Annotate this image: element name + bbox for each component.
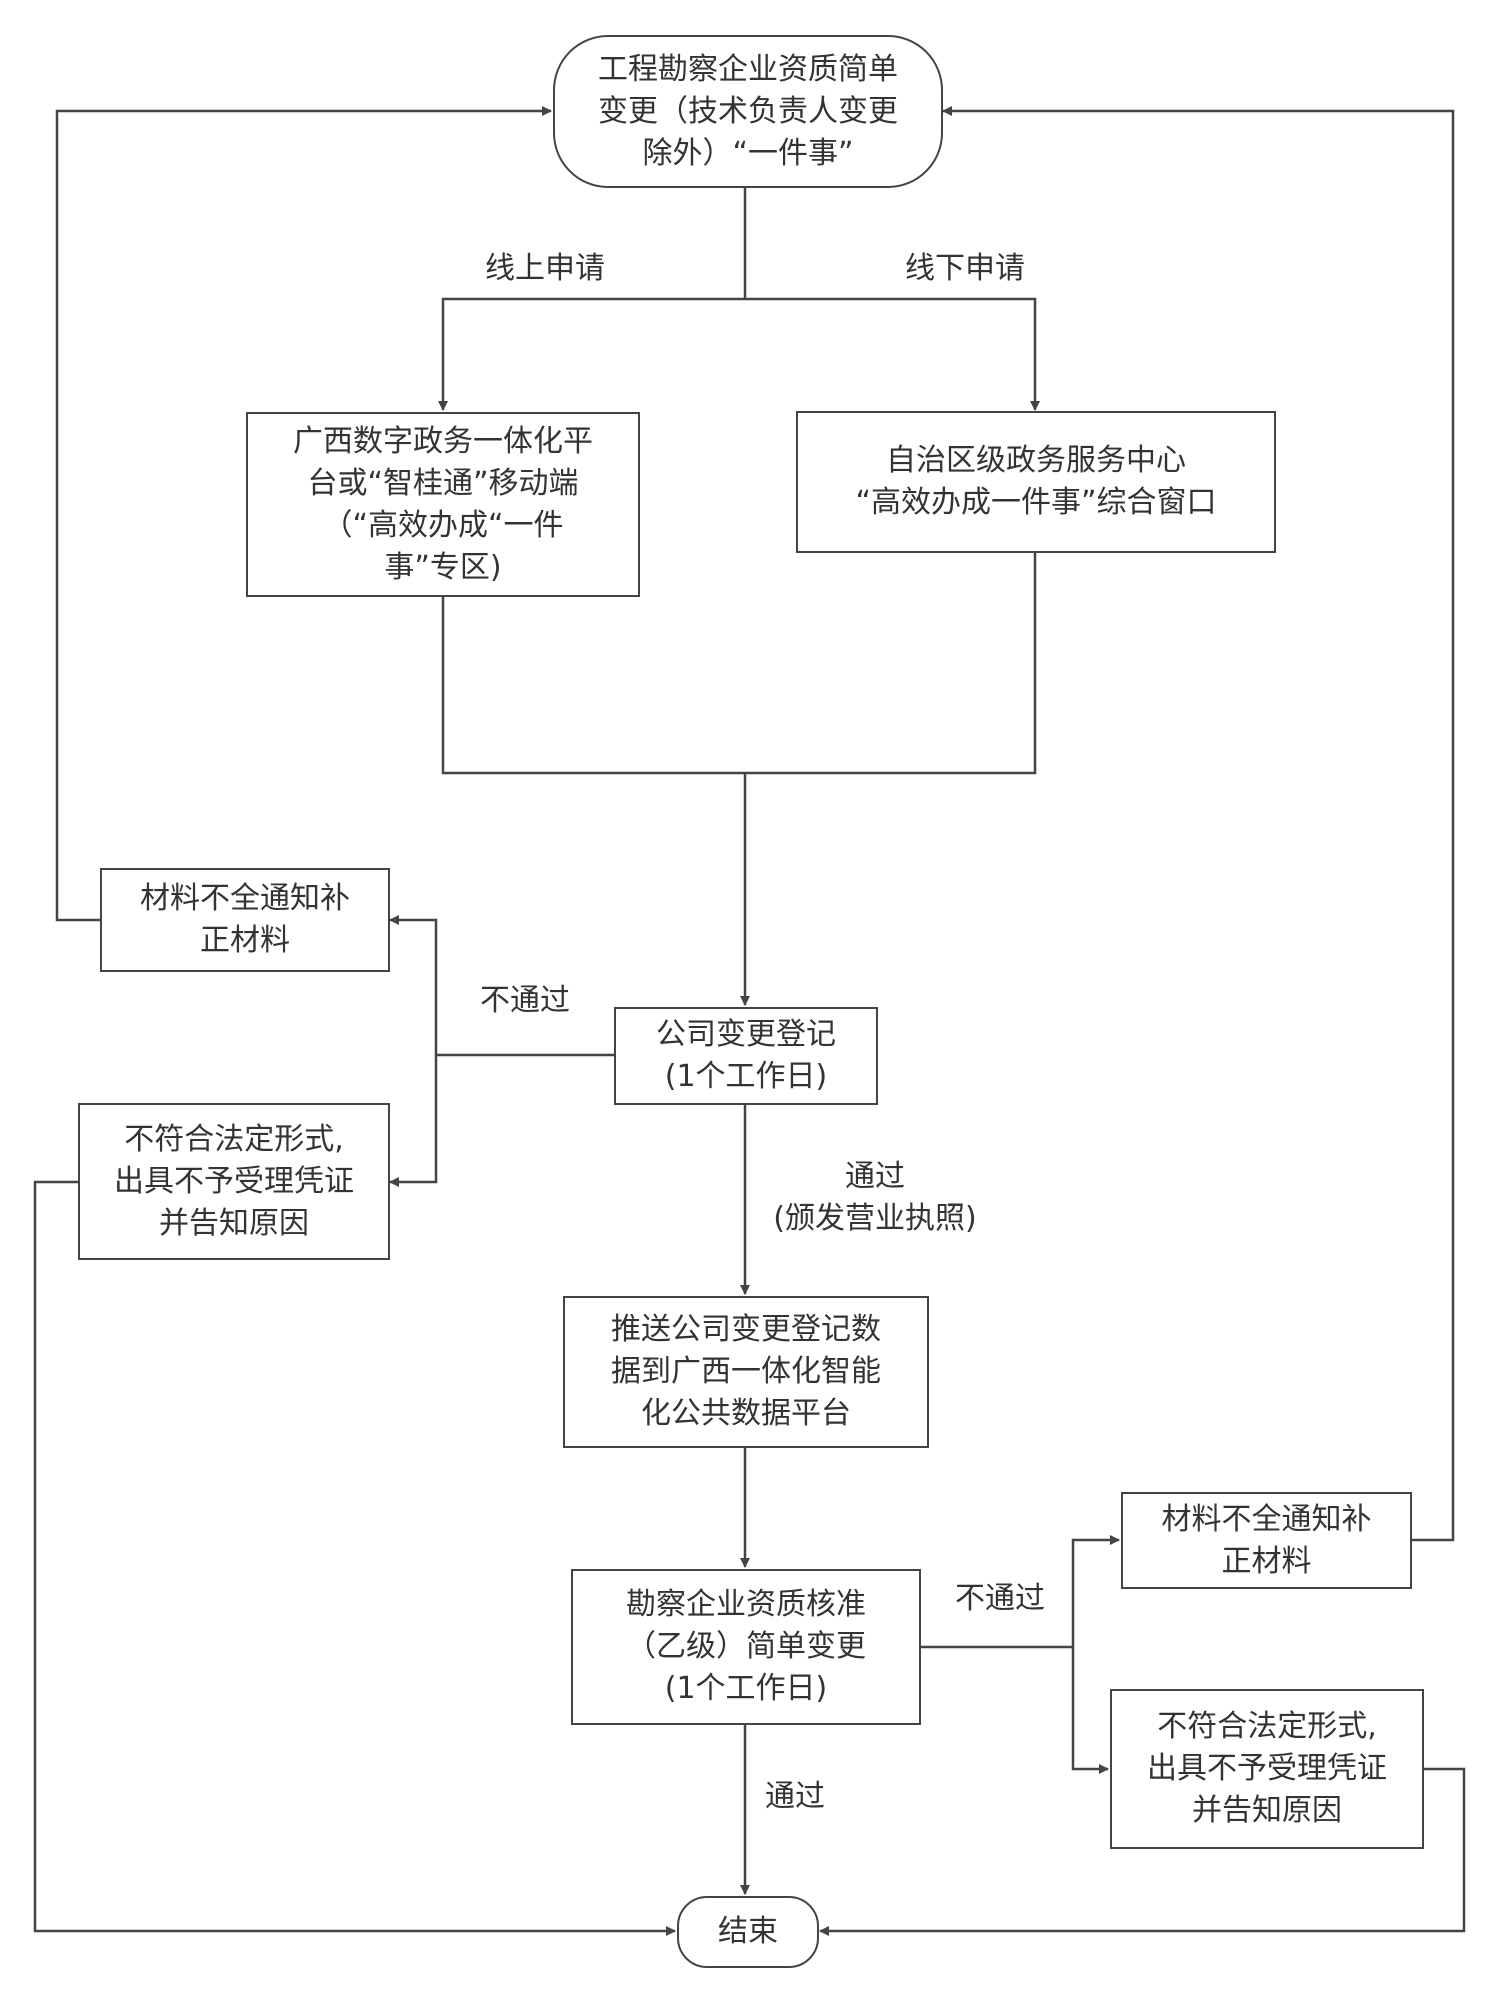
edge-incomplete-1-to-start bbox=[55, 106, 552, 922]
incomplete-materials-node-2: 材料不全通知补 正材料 bbox=[1121, 1492, 1412, 1589]
company-registration-node: 公司变更登记 (1个工作日) bbox=[614, 1007, 878, 1105]
push-data-node: 推送公司变更登记数 据到广西一体化智能 化公共数据平台 bbox=[563, 1296, 929, 1448]
push-data-text: 推送公司变更登记数 据到广西一体化智能 化公共数据平台 bbox=[611, 1312, 881, 1431]
edge-fail-to-incomplete-1 bbox=[389, 915, 438, 1055]
online-platform-text: 广西数字政务一体化平 台或“智桂通”移动端 （“高效办成“一件 事”专区) bbox=[293, 423, 593, 585]
reject-node-2: 不符合法定形式, 出具不予受理凭证 并告知原因 bbox=[1110, 1689, 1424, 1849]
edge-label-online: 线上申请 bbox=[485, 251, 605, 286]
edge-reject-1-to-end bbox=[33, 1180, 676, 1936]
reject-text-2: 不符合法定形式, 出具不予受理凭证 并告知原因 bbox=[1147, 1709, 1387, 1828]
offline-window-text: 自治区级政务服务中心 “高效办成一件事”综合窗口 bbox=[855, 443, 1217, 520]
reject-node-1: 不符合法定形式, 出具不予受理凭证 并告知原因 bbox=[78, 1103, 390, 1260]
edge-label-fail-1: 不通过 bbox=[480, 983, 570, 1018]
incomplete-materials-text-2: 材料不全通知补 正材料 bbox=[1161, 1501, 1372, 1579]
edge-fail-to-incomplete-2 bbox=[1071, 1535, 1120, 1647]
end-node: 结束 bbox=[677, 1896, 819, 1968]
edge-fail-to-reject-2 bbox=[1071, 1647, 1109, 1774]
incomplete-materials-node-1: 材料不全通知补 正材料 bbox=[100, 868, 390, 972]
incomplete-materials-text-1: 材料不全通知补 正材料 bbox=[140, 881, 350, 958]
edge-fail-to-reject-1 bbox=[389, 1055, 438, 1187]
edge-branch-online bbox=[438, 297, 745, 411]
qualification-approval-text: 勘察企业资质核准 （乙级）简单变更 (1个工作日) bbox=[626, 1587, 866, 1706]
start-node: 工程勘察企业资质简单 变更（技术负责人变更 除外）“一件事” bbox=[553, 35, 943, 188]
edge-branch-offline bbox=[745, 297, 1040, 411]
edge-incomplete-2-to-start bbox=[942, 106, 1455, 1542]
edge-label-fail-2: 不通过 bbox=[955, 1581, 1045, 1616]
start-node-text: 工程勘察企业资质简单 变更（技术负责人变更 除外）“一件事” bbox=[598, 51, 898, 171]
online-platform-node: 广西数字政务一体化平 台或“智桂通”移动端 （“高效办成“一件 事”专区) bbox=[246, 412, 640, 597]
edge-reject-2-to-end bbox=[819, 1767, 1466, 1936]
reject-text-1: 不符合法定形式, 出具不予受理凭证 并告知原因 bbox=[114, 1121, 354, 1241]
edge-label-pass-2: 通过 bbox=[765, 1779, 825, 1814]
offline-window-node: 自治区级政务服务中心 “高效办成一件事”综合窗口 bbox=[796, 411, 1276, 553]
end-node-text: 结束 bbox=[718, 1914, 778, 1949]
edge-label-pass-1: 通过 (颁发营业执照) bbox=[773, 1159, 977, 1236]
qualification-approval-node: 勘察企业资质核准 （乙级）简单变更 (1个工作日) bbox=[571, 1569, 921, 1725]
edge-online-merge bbox=[441, 552, 1037, 775]
edge-label-offline: 线下申请 bbox=[905, 251, 1025, 286]
company-registration-text: 公司变更登记 (1个工作日) bbox=[656, 1017, 836, 1094]
